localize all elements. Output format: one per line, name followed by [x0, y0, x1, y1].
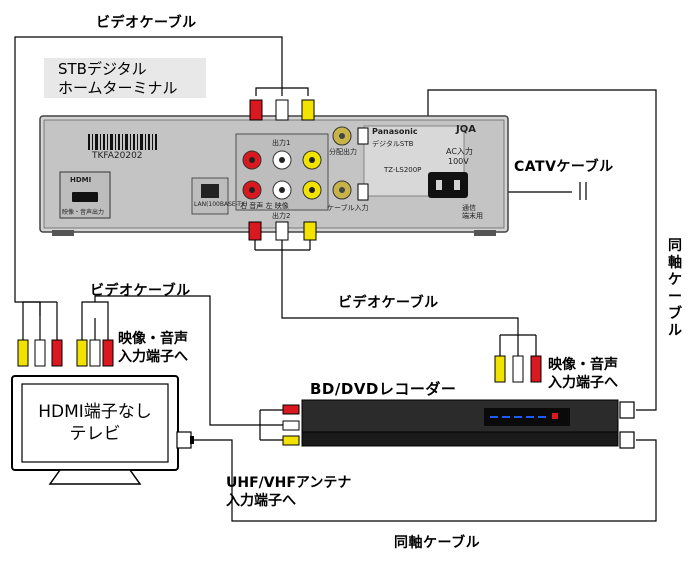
label-video-cable-left: ビデオケーブル — [90, 283, 191, 299]
stb-lan-label: LAN(100BASE-TX) — [194, 201, 247, 209]
rca-plugs-output1 — [249, 99, 315, 121]
tv-label-line2: テレビ — [69, 424, 121, 444]
tv-set — [11, 375, 179, 485]
stb-comm-label1: 通信 — [462, 204, 476, 212]
label-antenna-line2: 入力端子へ — [226, 493, 296, 509]
label-coax-bottom: 同軸ケーブル — [394, 535, 481, 551]
stb-audio-word: 音声 — [249, 202, 264, 210]
stb-lan-sub: (100BASE-TX) — [206, 201, 248, 208]
stb-jqa: JQA — [456, 124, 476, 135]
bd-recorder — [301, 399, 619, 447]
stb-brand: Panasonic — [372, 127, 418, 136]
label-recorder: BD/DVDレコーダー — [310, 380, 457, 398]
stb-hdmi-logo: HDMI — [70, 176, 92, 184]
stb-jack-labels: 右 音声 左 映像 — [240, 202, 289, 210]
stb-comm-label: 通信 端末用 — [462, 204, 483, 220]
stb-voltage: 100V — [448, 157, 469, 166]
label-antenna-line1: UHF/VHFアンテナ — [226, 475, 352, 491]
stb-audio-right: 右 — [240, 202, 247, 210]
stb-model-code: TZ-LS200P — [384, 166, 422, 174]
label-av-in-tv: 映像・音声 入力端子へ — [118, 330, 188, 366]
stb-title-line1: STBデジタル — [58, 60, 147, 78]
stb-comm-label2: 端末用 — [462, 212, 483, 220]
stb-title: STBデジタル ホームターミナル — [44, 58, 206, 98]
label-antenna: UHF/VHFアンテナ 入力端子へ — [226, 474, 351, 510]
label-av-in-rec-line1: 映像・音声 — [548, 357, 618, 373]
tv-label-line1: HDMI端子なし — [38, 402, 152, 422]
label-av-in-tv-line2: 入力端子へ — [118, 349, 188, 365]
label-video-cable-top: ビデオケーブル — [96, 15, 197, 31]
rca-jacks — [242, 150, 322, 200]
barcode — [88, 134, 157, 150]
stb-model-line: デジタルSTB — [372, 140, 414, 148]
label-coax-right: 同軸ケーブル — [668, 238, 682, 339]
label-av-in-recorder: 映像・音声 入力端子へ — [548, 356, 618, 392]
rca-plugs-tv — [17, 318, 114, 367]
coax-bottom — [192, 439, 657, 522]
stb-lan-text: LAN — [194, 201, 207, 208]
stb-video-word: 映像 — [274, 202, 289, 210]
stb-output1-label: 出力1 — [272, 139, 291, 147]
stb-serial: TKFA20202 — [92, 151, 143, 161]
stb-audio-left: 左 — [265, 202, 273, 210]
stb-body — [39, 115, 509, 236]
video-cable-left — [254, 238, 311, 258]
label-video-cable-mid: ビデオケーブル — [338, 295, 439, 311]
label-av-in-rec-line2: 入力端子へ — [548, 375, 618, 391]
tv-screen-label: HDMI端子なし テレビ — [25, 388, 165, 458]
rca-plugs-output2 — [248, 221, 317, 241]
stb-split-out-label: 分配出力 — [329, 148, 357, 156]
label-catv-cable: CATVケーブル — [514, 159, 614, 175]
stb-hdmi-port-label: 映像・音声出力 — [62, 209, 105, 216]
stb-ac-in: AC入力 — [446, 147, 473, 156]
stb-cable-in-label: ケーブル入力 — [327, 204, 369, 212]
stb-output2-label: 出力2 — [272, 212, 291, 220]
video-cable-mid — [281, 258, 537, 348]
stb-title-line2: ホームターミナル — [58, 79, 178, 97]
label-av-in-tv-line1: 映像・音声 — [118, 331, 188, 347]
video-cable-top — [14, 36, 309, 316]
rca-plugs-recorder — [494, 348, 542, 383]
